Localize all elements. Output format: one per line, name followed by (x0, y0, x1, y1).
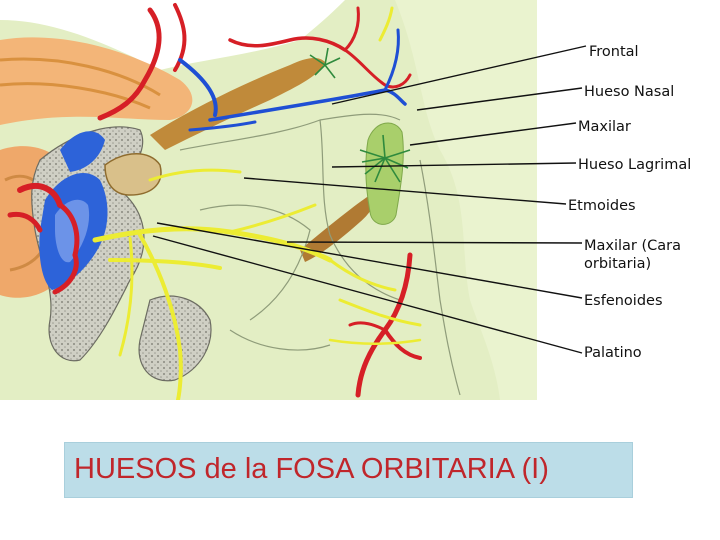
orbit-outline-3 (199, 204, 311, 321)
orbit-outline-4 (419, 159, 461, 396)
sinus-highlight (55, 199, 90, 263)
leader-line-lagrimal (331, 162, 577, 168)
leader-line-etmoides (243, 177, 567, 205)
blue-vessel-top (60, 131, 105, 172)
lacrimal-vessel-tuft (359, 134, 411, 183)
cerebral-fold-1 (0, 57, 161, 97)
orbit-outline-5 (229, 329, 331, 351)
face-surface (395, 0, 537, 400)
label-etmoides: Etmoides (568, 198, 636, 214)
frontal-vessel-tuft (309, 47, 341, 79)
maxillary-bone-brown (300, 195, 374, 262)
arteries (7, 3, 422, 398)
label-hueso-lagrimal: Hueso Lagrimal (578, 157, 692, 173)
frontal-bone-plate (150, 58, 325, 151)
title-box: HUESOS de la FOSA ORBITARIA (I) (64, 442, 633, 498)
label-maxilar: Maxilar (578, 119, 631, 135)
leader-line-cara (286, 241, 583, 244)
leader-line-esfenoides (156, 222, 583, 299)
leader-line-frontal (331, 45, 587, 105)
empty-area (0, 0, 345, 70)
veins (178, 28, 407, 132)
cerebral-fold-2 (0, 82, 151, 110)
leader-line-nasal (416, 87, 583, 111)
optic-canal (104, 153, 162, 196)
slide-title: HUESOS de la FOSA ORBITARIA (I) (74, 453, 549, 485)
leader-line-palatino (152, 235, 583, 354)
label-palatino: Palatino (584, 345, 642, 361)
label-frontal: Frontal (589, 44, 639, 60)
label-maxilar-cara-orbitaria: Maxilar (Cara orbitaria) (584, 238, 682, 272)
sphenoid-lower (138, 295, 212, 382)
lacrimal-sac (365, 122, 404, 225)
orbit-outline-2 (319, 119, 401, 301)
leader-line-maxilar (409, 122, 577, 146)
label-esfenoides: Esfenoides (584, 293, 663, 309)
label-hueso-nasal: Hueso Nasal (584, 84, 675, 100)
leader-lines (152, 45, 587, 354)
